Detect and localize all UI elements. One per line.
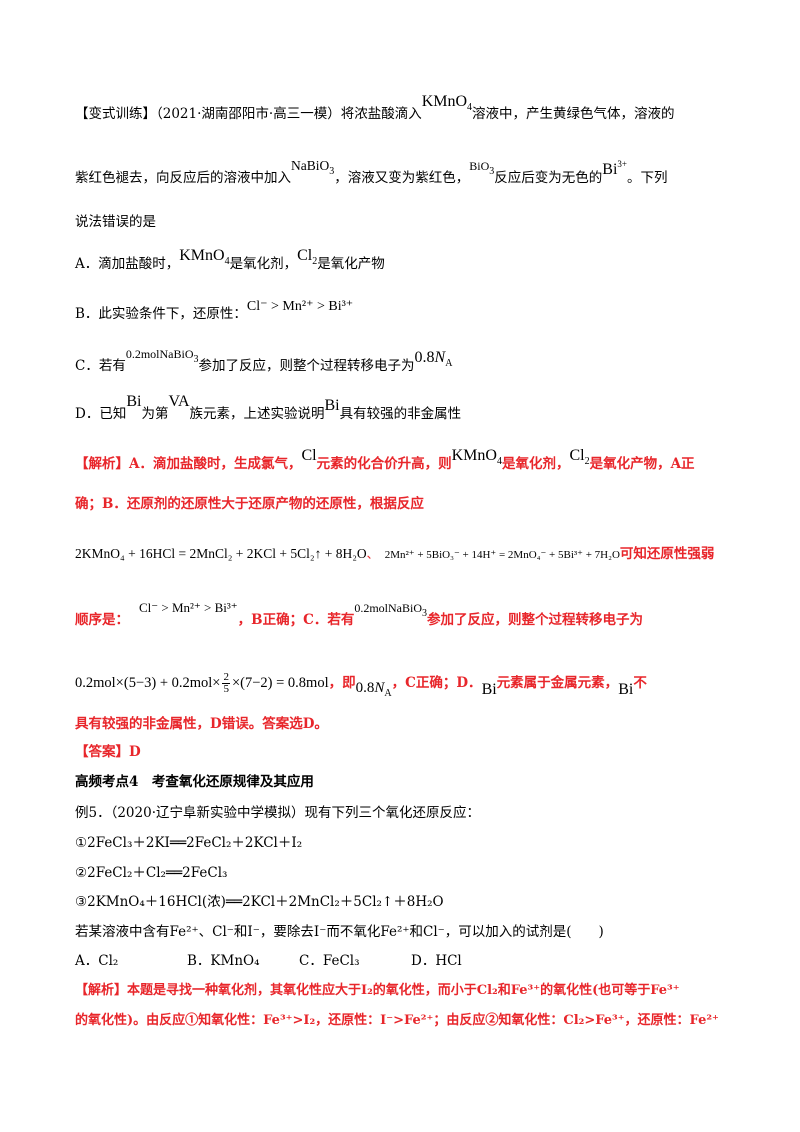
analysis-text: 【解析】A．滴加盐酸时，生成氯气， [75, 456, 302, 472]
formula-kmno4: KMnO4 [179, 247, 230, 267]
analysis-line-3: 2KMnO₄ + 16HCl = 2MnCl₂ + 2KCl + 5Cl₂↑ +… [75, 544, 740, 565]
reaction-1: ①2FeCl₃＋2KI══2FeCl₂＋2KCl＋I₂ [75, 835, 303, 851]
problem-line-1: 【变式训练】（2021·湖南邵阳市·高三一模）将浓盐酸滴入KMnO4溶液中，产生… [75, 93, 740, 126]
formula-bi: Bi [618, 681, 634, 698]
analysis-text: ，C正确；D． [391, 675, 482, 691]
option-text: 为第 [141, 406, 169, 422]
formula-bio3: BiO3 [469, 159, 495, 177]
option-c: C．若有0.2molNaBiO3参加了反应，则整个过程转移电子为0.8NA [75, 347, 740, 378]
formula-reducibility-order: Cl⁻ > Mn²⁺ > Bi³⁺ [139, 600, 238, 615]
analysis-line-4: 顺序是： Cl⁻ > Mn²⁺ > Bi³⁺，B正确；C．若有0.2molNaBi… [75, 600, 740, 632]
analysis-line-1: 【解析】A．滴加盐酸时，生成氯气，Cl元素的化合价升高，则KMnO4是氧化剂，C… [75, 447, 740, 476]
analysis-text: 不 [633, 675, 647, 691]
option-text: B．此实验条件下，还原性： [75, 306, 247, 322]
option-text: 是氧化剂， [229, 256, 298, 272]
analysis-text: ，B正确；C．若有 [237, 612, 355, 628]
analysis-text: 参加了反应，则整个过程转移电子为 [427, 612, 643, 628]
analysis-text: 可知还原性强弱 [619, 546, 715, 562]
formula-08na: 0.8NA [414, 349, 453, 369]
problem-line-3: 说法错误的是 [75, 214, 156, 230]
analysis-text: ，即 [328, 675, 356, 691]
example5-question: 若某溶液中含有Fe²⁺、Cl⁻和I⁻，要除去I⁻而不氧化Fe²⁺和Cl⁻，可以加… [75, 924, 604, 940]
option-text: D．已知 [75, 406, 127, 422]
option-d: D．HCl [411, 953, 462, 969]
formula-bi3plus: Bi3+ [602, 159, 627, 178]
formula-cl2: Cl2 [569, 447, 590, 467]
option-text: 参加了反应，则整个过程转移电子为 [198, 358, 415, 374]
separator: 、 [366, 547, 379, 561]
example5-options: A．Cl₂ B．KMnO₄ C．FeCl₃ D．HCl [75, 951, 740, 971]
formula-bi: Bi [324, 397, 340, 414]
option-b: B．KMnO₄ [187, 953, 260, 969]
option-a: A．Cl₂ [75, 953, 119, 969]
option-text: 是氧化产物 [317, 256, 385, 272]
section-heading: 高频考点4 考查氧化还原规律及其应用 [75, 774, 314, 790]
problem-text: 。下列 [626, 170, 668, 186]
formula-02mol-nabio3: 0.2molNaBiO3 [354, 601, 427, 619]
problem-text: 反应后变为无色的 [494, 170, 603, 186]
calc-expression: 0.2mol×(5−3) + 0.2mol× [75, 675, 221, 691]
calc-result: ×(7−2) = 0.8mol [231, 675, 329, 691]
formula-bi: Bi [126, 393, 142, 410]
formula-reducibility-order: Cl⁻ > Mn²⁺ > Bi³⁺ [246, 299, 354, 314]
formula-cl2: Cl2 [297, 247, 318, 267]
formula-08na: 0.8NA [355, 680, 392, 699]
formula-kmno4: KMnO4 [421, 93, 473, 113]
option-text: A．滴加盐酸时， [75, 256, 180, 272]
analysis-line-2: 确；B．还原剂的还原性大于还原产物的还原性，根据反应 [75, 496, 424, 512]
formula-bi: Bi [481, 681, 497, 698]
option-a: A．滴加盐酸时，KMnO4是氧化剂，Cl2是氧化产物 [75, 247, 740, 276]
analysis-text: 元素属于金属元素， [496, 675, 619, 691]
example5-intro: 例5．（2020·辽宁阜新实验中学模拟）现有下列三个氧化还原反应： [75, 805, 480, 821]
problem-text: 【变式训练】（2021·湖南邵阳市·高三一模）将浓盐酸滴入 [75, 106, 422, 122]
problem-text: ，溶液又变为紫红色， [334, 170, 470, 186]
formula-va: VA [168, 393, 190, 410]
option-d: D．已知Bi为第VA族元素，上述实验说明Bi具有较强的非金属性 [75, 393, 740, 424]
problem-line-2: 紫红色褪去，向反应后的溶液中加入NaBiO3，溶液又变为紫红色，BiO3反应后变… [75, 158, 740, 190]
formula-02mol-nabio3: 0.2molNaBiO3 [125, 347, 199, 365]
option-text: 具有较强的非金属性 [339, 406, 462, 422]
analysis-text: 是氧化产物，A正 [589, 456, 695, 472]
analysis-line-6: 具有较强的非金属性，D错误。答案选D。 [75, 716, 328, 732]
analysis-text: 顺序是： [75, 612, 129, 628]
problem-text: 紫红色褪去，向反应后的溶液中加入 [75, 170, 291, 186]
option-text: 族元素，上述实验说明 [189, 406, 325, 422]
formula-nabio3: NaBiO3 [291, 158, 335, 177]
reaction-3: ③2KMnO₄＋16HCl(浓)══2KCl＋2MnCl₂＋5Cl₂↑＋8H₂O [75, 894, 444, 910]
analysis-text: 元素的化合价升高，则 [316, 456, 452, 472]
equation-mn-bio3: 2Mn²⁺ + 5BiO₃⁻ + 14H⁺ = 2MnO₄⁻ + 5Bi³⁺ +… [384, 549, 620, 561]
analysis-text: 是氧化剂， [501, 456, 570, 472]
option-text: C．若有 [75, 358, 126, 374]
answer-label: 【答案】D [75, 744, 141, 760]
reaction-2: ②2FeCl₂＋Cl₂══2FeCl₃ [75, 865, 228, 881]
problem-text: 溶液中，产生黄绿色气体，溶液的 [472, 106, 675, 122]
formula-cl: Cl [301, 447, 317, 464]
analysis2-line-2: 的氧化性)。由反应①知氧化性：Fe³⁺>I₂，还原性：I⁻>Fe²⁺；由反应②知… [75, 1013, 719, 1028]
option-b: B．此实验条件下，还原性：Cl⁻ > Mn²⁺ > Bi³⁺ [75, 299, 740, 325]
formula-kmno4: KMnO4 [451, 447, 502, 467]
equation-kmno4-hcl: 2KMnO₄ + 16HCl = 2MnCl₂ + 2KCl + 5Cl₂↑ +… [75, 546, 367, 561]
option-c: C．FeCl₃ [299, 953, 360, 969]
analysis2-line-1: 【解析】本题是寻找一种氧化剂，其氧化性应大于I₂的氧化性，而小于Cl₂和Fe³⁺… [75, 983, 680, 998]
